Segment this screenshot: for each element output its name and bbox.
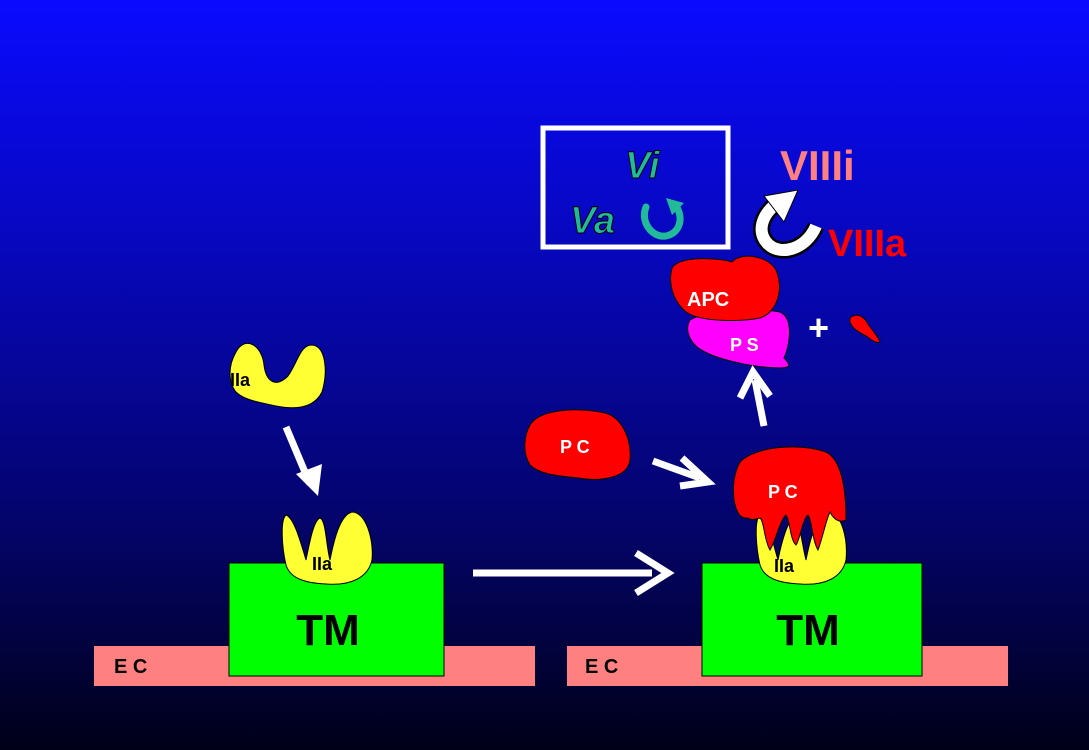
- viiia-label: VIIIa: [828, 223, 907, 265]
- thrombin-bound-left-shape: [281, 511, 373, 585]
- apc-shape: [670, 255, 780, 321]
- arrow-thrombin-to-tm: [282, 425, 322, 496]
- iia-free-label: IIa: [230, 370, 251, 390]
- tm-right-label: TM: [776, 606, 840, 655]
- ps-label: P S: [730, 335, 759, 355]
- pc-bound-label: P C: [768, 482, 798, 502]
- arrow-pc-to-apc: [736, 365, 773, 427]
- protein-c-free-shape: [524, 409, 631, 480]
- arrow-left-to-right: [473, 550, 675, 596]
- thrombin-free-shape: [229, 342, 326, 409]
- pc-free-label: P C: [560, 437, 590, 457]
- vi-label: Vi: [625, 145, 661, 187]
- va-label: Va: [570, 200, 615, 242]
- iia-bound-left-label: IIa: [312, 554, 333, 574]
- apc-label: APC: [687, 289, 729, 311]
- ec-right-label: E C: [585, 656, 618, 678]
- protein-c-bound-shape: [733, 446, 847, 552]
- viiia-to-viiii-uturn-arrow-icon: [753, 189, 824, 259]
- viiii-label: VIIIi: [780, 142, 855, 189]
- plus-sign: +: [808, 307, 829, 348]
- tm-left-label: TM: [296, 606, 360, 655]
- arrow-pc-to-complex: [651, 455, 716, 490]
- factor-v-box: [540, 125, 731, 250]
- iia-bound-right-label: IIa: [774, 556, 795, 576]
- ec-left-label: E C: [114, 656, 147, 678]
- cleaved-fragment-shape: [849, 314, 881, 343]
- va-to-vi-curved-arrow-icon: [641, 198, 684, 240]
